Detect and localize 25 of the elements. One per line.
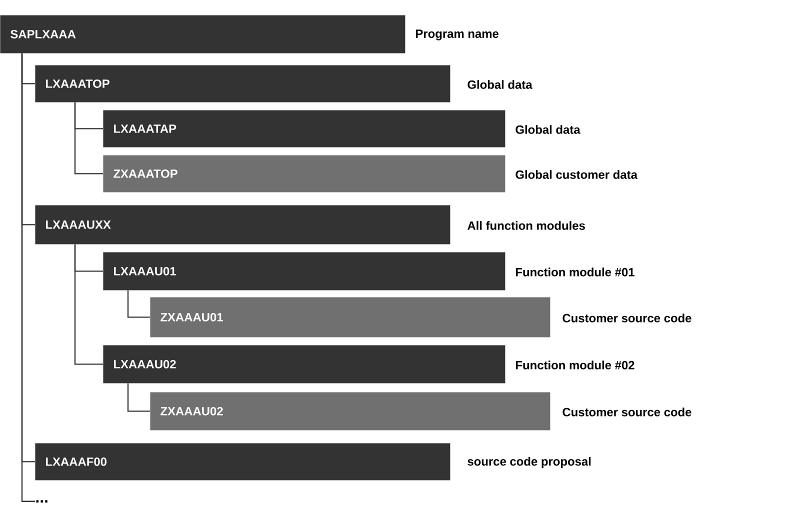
- description: Customer source code: [562, 314, 692, 322]
- tree-line: [127, 383, 150, 412]
- tree-line: [74, 102, 103, 174]
- customer-bar: ZXAAATOP: [103, 155, 506, 192]
- customer-bar: ZXAAAU01: [150, 297, 550, 338]
- tree-line: [74, 244, 103, 365]
- description: Function module #02: [516, 360, 634, 370]
- program-bar: LXAAAF00: [35, 443, 450, 480]
- description: All function modules: [468, 221, 585, 230]
- description: Global data: [516, 125, 580, 134]
- program-bar: LXAAAU01: [103, 252, 506, 290]
- program-bar: LXAAAUXX: [35, 205, 450, 244]
- ellipsis: ...: [36, 500, 48, 503]
- description: Function module #01: [516, 268, 634, 276]
- program-bar: SAPLXAAA: [0, 15, 406, 54]
- program-bar: LXAAAU02: [103, 345, 506, 384]
- program-bar: LXAAATOP: [35, 65, 450, 102]
- tree-line: [127, 290, 150, 318]
- description: Global data: [468, 80, 532, 89]
- description: Customer source code: [562, 408, 692, 416]
- description: source code proposal: [468, 456, 591, 468]
- description: Program name: [416, 30, 498, 40]
- program-bar: LXAAATAP: [103, 110, 506, 148]
- customer-bar: ZXAAAU02: [150, 392, 550, 430]
- description: Global customer data: [516, 170, 638, 179]
